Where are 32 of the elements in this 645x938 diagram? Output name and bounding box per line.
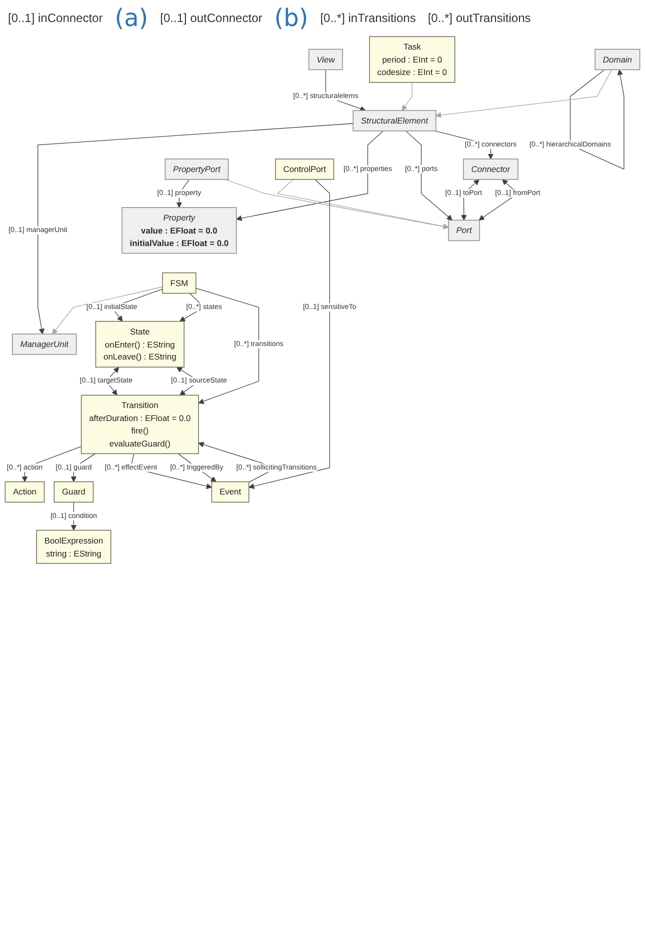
node-box: State onEnter() : EString onLeave() : EString — [95, 320, 184, 368]
node-box: Event — [211, 481, 250, 503]
node-box: Action — [4, 481, 45, 503]
role-label: [0..1] inConnector — [8, 11, 103, 25]
node-box: PropertyPort — [164, 158, 229, 180]
node-box: ControlPort — [275, 158, 334, 180]
node-box: View — [308, 48, 343, 70]
role-label: [0..*] inTransitions — [320, 11, 416, 25]
arrow — [402, 82, 412, 111]
node-box: StructuralElement — [352, 110, 436, 132]
section-label: (a) — [114, 4, 148, 32]
arrow — [276, 179, 449, 230]
arrow — [224, 179, 449, 230]
role-label: [0..*] outTransitions — [428, 11, 531, 25]
arrow — [236, 130, 384, 222]
role-label: [0..1] outConnector — [160, 11, 262, 25]
section-label: (b) — [274, 4, 308, 32]
node-box: Domain — [594, 48, 640, 70]
node-box: ManagerUnit — [12, 334, 77, 355]
node-box: Port — [448, 220, 480, 242]
arrow — [436, 69, 612, 118]
node-box: Property value : EFloat = 0.0 initialValue : EFloat = 0.0 — [122, 207, 237, 254]
node-box: FSM — [162, 272, 196, 294]
arrow — [405, 130, 452, 220]
arrow — [248, 179, 330, 489]
node-box: Connector — [463, 158, 518, 180]
node-box: Guard — [54, 481, 94, 503]
node-box: Task period : EInt = 0 codesize : EInt = 0 — [369, 36, 456, 83]
node-box: Transition afterDuration : EFloat = 0.0 fire() evaluateGuard() — [80, 394, 199, 454]
node-box: BoolExpression string : EString — [36, 530, 112, 564]
arrow — [196, 288, 260, 404]
arrow — [38, 123, 354, 334]
